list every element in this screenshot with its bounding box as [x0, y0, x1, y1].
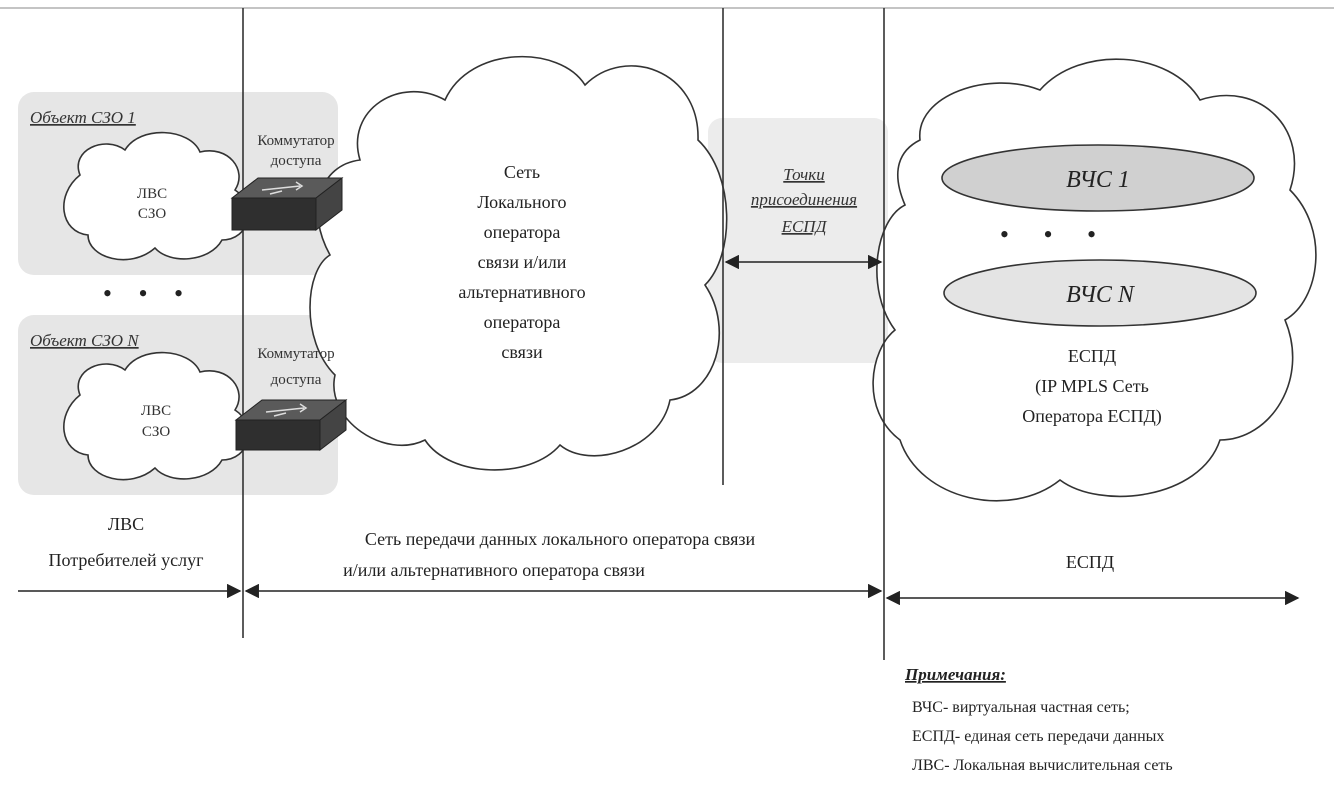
bottom-label-lan: ЛВС [108, 514, 144, 534]
svg-text:связи и/или: связи и/или [478, 252, 567, 272]
svg-text:присоединения: присоединения [751, 190, 857, 209]
svg-text:(IP MPLS Сеть: (IP MPLS Сеть [1035, 376, 1149, 397]
note-item: ЕСПД- единая сеть передачи данных [912, 728, 1164, 745]
attach-points-label: Точки присоединения ЕСПД [751, 165, 857, 236]
svg-text:Сеть: Сеть [504, 162, 540, 182]
bottom-label-lan: Потребителей услуг [49, 550, 204, 570]
note-item: ВЧС- виртуальная частная сеть; [912, 699, 1130, 716]
vpn-1-label: ВЧС 1 [1066, 167, 1130, 193]
svg-text:ЕСПД: ЕСПД [1068, 346, 1116, 366]
ellipsis-vpn: • • • [1000, 220, 1110, 249]
bottom-label-local: Сеть передачи данных локального оператор… [365, 529, 756, 549]
local-cloud-text: Сеть Локального оператора связи и/или ал… [458, 162, 585, 362]
object-label-1: Объект СЗО 1 [30, 108, 136, 127]
access-switch-icon [234, 398, 348, 452]
note-item: ЛВС- Локальная вычислительная сеть [912, 757, 1173, 774]
svg-text:Точки: Точки [783, 165, 824, 184]
svg-text:оператора: оператора [484, 222, 561, 242]
vpn-ellipse-n [943, 259, 1257, 327]
attach-points-zone [708, 118, 888, 363]
switch-label-1: Коммутатор [257, 133, 334, 149]
svg-text:оператора: оператора [484, 312, 561, 332]
lan-label-1: ЛВС [137, 186, 167, 202]
object-label-n: Объект СЗО N [30, 331, 140, 350]
switch-label-1: доступа [271, 153, 322, 169]
lan-label-1: СЗО [138, 206, 167, 222]
svg-text:Локального: Локального [477, 192, 566, 212]
vpn-n-label: ВЧС N [1066, 282, 1136, 308]
bottom-label-local: и/или альтернативного оператора связи [343, 560, 645, 580]
ellipsis-objects: • • • [103, 279, 193, 308]
svg-text:ЕСПД: ЕСПД [781, 217, 828, 236]
svg-text:альтернативного: альтернативного [458, 282, 585, 302]
local-operator-cloud [309, 55, 728, 471]
lan-label-n: СЗО [142, 424, 171, 440]
vpn-ellipse-1 [941, 144, 1255, 212]
notes-title: Примечания: [904, 665, 1006, 684]
espd-cloud-text: ЕСПД (IP MPLS Сеть Оператора ЕСПД) [1022, 346, 1162, 427]
switch-label-n: доступа [271, 372, 322, 388]
bottom-label-espd: ЕСПД [1066, 552, 1114, 572]
access-switch-icon [230, 176, 344, 232]
svg-text:Оператора ЕСПД): Оператора ЕСПД) [1022, 406, 1162, 427]
svg-text:связи: связи [501, 342, 543, 362]
switch-label-n: Коммутатор [257, 346, 334, 362]
lan-label-n: ЛВС [141, 403, 171, 419]
